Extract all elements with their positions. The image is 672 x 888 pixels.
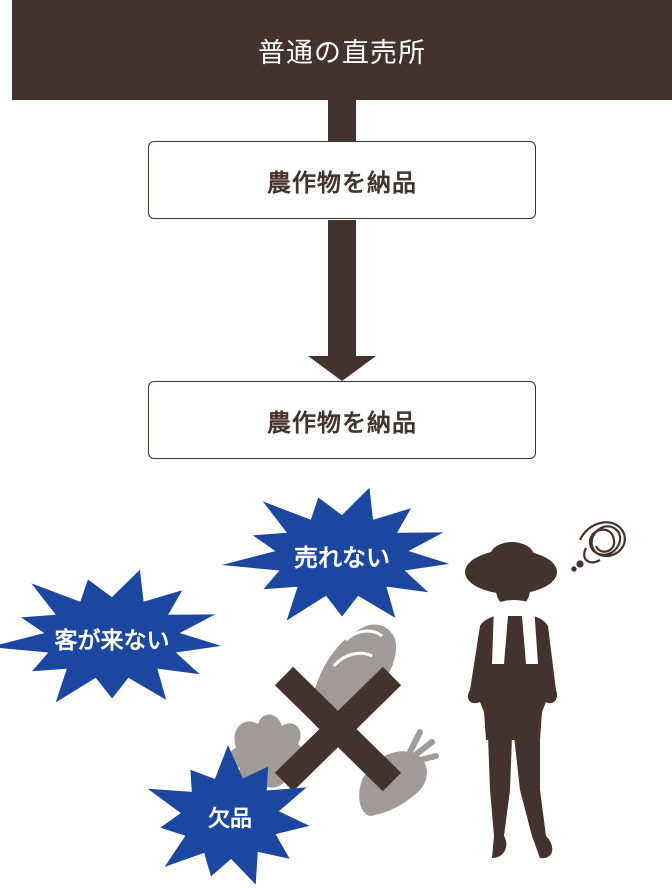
down-arrow-head bbox=[308, 356, 376, 381]
burst-urenai: 売れない bbox=[221, 487, 450, 621]
step-box-2: 農作物を納品 bbox=[148, 381, 536, 459]
problem-label-kyaku: 客が来ない bbox=[55, 627, 170, 654]
connector-top bbox=[328, 100, 356, 141]
burst-keppin: 欠品 bbox=[147, 745, 310, 885]
connector-arrow-shaft bbox=[328, 220, 356, 358]
problem-label-urenai: 売れない bbox=[294, 544, 390, 572]
burst-kyaku-ga-konai: 客が来ない bbox=[0, 569, 222, 703]
page-title: 普通の直売所 bbox=[258, 37, 426, 69]
farmer-icon bbox=[465, 542, 558, 859]
step-box-1: 農作物を納品 bbox=[148, 141, 536, 219]
cross-mark-icon bbox=[274, 666, 402, 792]
step-label-1: 農作物を納品 bbox=[267, 168, 417, 197]
problem-label-keppin: 欠品 bbox=[208, 806, 252, 832]
page-title-bar: 普通の直売所 bbox=[12, 0, 672, 100]
step-label-2: 農作物を納品 bbox=[267, 408, 417, 437]
frustration-scribble-icon bbox=[571, 521, 626, 572]
